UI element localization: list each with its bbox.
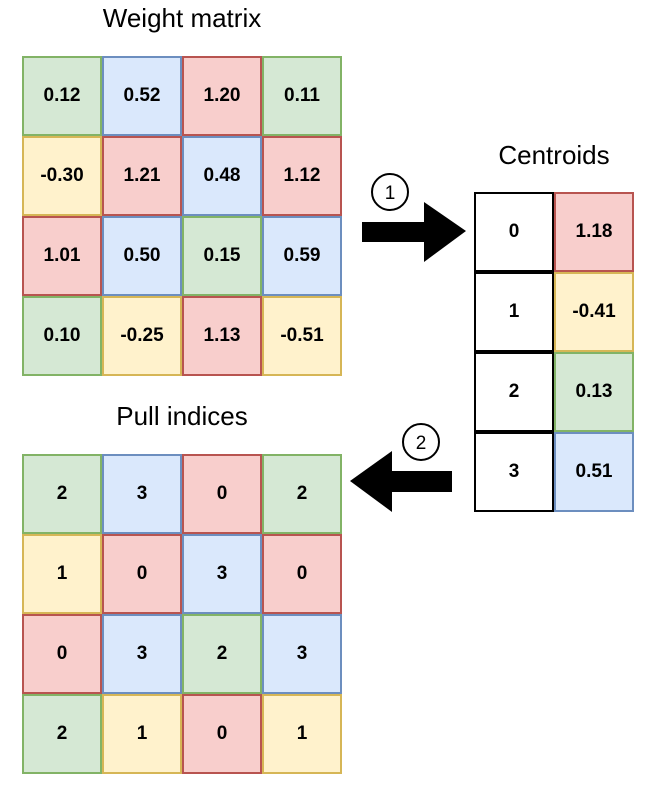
pull-index-cell: 0 [182, 454, 262, 534]
weight-matrix-cell: 0.50 [102, 216, 182, 296]
pull-index-cell: 3 [262, 614, 342, 694]
weight-matrix-cell: 1.13 [182, 296, 262, 376]
weight-matrix-cell: 0.59 [262, 216, 342, 296]
weight-matrix-cell: 1.20 [182, 56, 262, 136]
weight-matrix-cell: 1.21 [102, 136, 182, 216]
centroid-value-cell: 0.51 [554, 432, 634, 512]
centroid-value-cell: 1.18 [554, 192, 634, 272]
weight-matrix-cell: 0.11 [262, 56, 342, 136]
centroid-index-cell: 1 [474, 272, 554, 352]
left-arrow-icon [350, 451, 452, 512]
weight-matrix-cell: 0.15 [182, 216, 262, 296]
pull-index-cell: 0 [102, 534, 182, 614]
weight-matrix-cell: 0.52 [102, 56, 182, 136]
pull-index-cell: 1 [22, 534, 102, 614]
pull-index-cell: 0 [22, 614, 102, 694]
weight-matrix-title: Weight matrix [102, 3, 262, 33]
step-2-label: 2 [416, 433, 427, 454]
pull-index-cell: 2 [262, 454, 342, 534]
pull-index-cell: 1 [262, 694, 342, 774]
pull-index-cell: 3 [102, 454, 182, 534]
weight-matrix-cell: -0.51 [262, 296, 342, 376]
pull-index-cell: 0 [182, 694, 262, 774]
pull-indices-title: Pull indices [116, 401, 248, 431]
weight-matrix-cell: 0.48 [182, 136, 262, 216]
step-2-badge [402, 423, 440, 461]
weight-matrix-cell: 1.12 [262, 136, 342, 216]
pull-index-cell: 2 [182, 614, 262, 694]
pull-index-cell: 2 [22, 694, 102, 774]
step-1-label: 1 [385, 183, 396, 204]
centroids-title: Centroids [498, 140, 610, 170]
centroid-index-cell: 0 [474, 192, 554, 272]
step-1-badge [371, 173, 409, 211]
weight-matrix-cell: 0.10 [22, 296, 102, 376]
pull-index-cell: 0 [262, 534, 342, 614]
right-arrow-icon [362, 202, 466, 262]
centroid-index-cell: 2 [474, 352, 554, 432]
weight-matrix-cell: -0.30 [22, 136, 102, 216]
pull-index-cell: 3 [102, 614, 182, 694]
step-1-arrow: 1 [362, 173, 466, 262]
centroid-index-cell: 3 [474, 432, 554, 512]
weight-matrix-cell: -0.25 [102, 296, 182, 376]
centroid-value-cell: 0.13 [554, 352, 634, 432]
centroid-value-cell: -0.41 [554, 272, 634, 352]
pull-index-cell: 2 [22, 454, 102, 534]
pull-index-cell: 3 [182, 534, 262, 614]
step-2-arrow: 2 [350, 423, 452, 512]
pull-index-cell: 1 [102, 694, 182, 774]
weight-matrix-cell: 1.01 [22, 216, 102, 296]
weight-matrix-cell: 0.12 [22, 56, 102, 136]
